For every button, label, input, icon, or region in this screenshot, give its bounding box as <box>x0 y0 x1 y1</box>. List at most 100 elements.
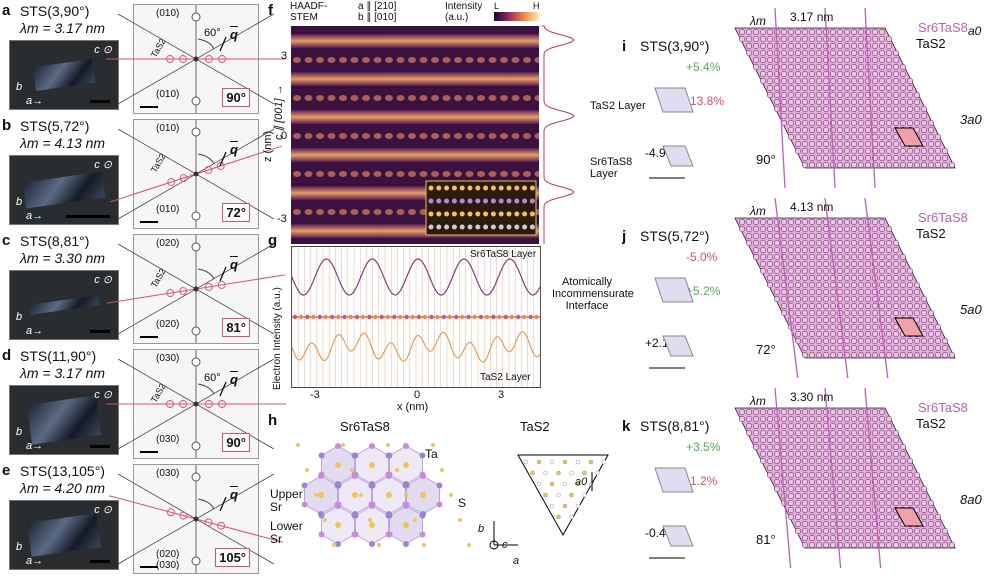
scale-low: L <box>494 1 500 11</box>
intensity-label: Intensity <box>445 1 483 12</box>
a-axis-label: a→ <box>26 440 44 452</box>
scale-bar <box>90 560 110 563</box>
z-tick-3: 3 <box>281 50 288 62</box>
sts-right-title-j: STS(5,72°) <box>640 228 710 244</box>
sixty-degree-label: 60° <box>204 372 221 384</box>
crystal-sample <box>32 58 96 92</box>
panel-label-e: e <box>2 462 11 479</box>
crystal-sample <box>26 395 102 445</box>
panel-label-f: f <box>268 2 273 19</box>
spot-index-top: (010) <box>156 8 180 19</box>
a0-label-i: a0 <box>968 24 982 38</box>
sr6tas8-label-i: Sr6TaS8 <box>918 20 968 35</box>
twist-angle-badge: 81° <box>222 318 250 337</box>
lambda-d: λm = 3.17 nm <box>20 365 106 381</box>
a-axis-label: a→ <box>26 210 44 222</box>
sr6tas8-label-k: Sr6TaS8 <box>918 400 968 415</box>
panel-label-b: b <box>2 117 12 134</box>
twist-angle-j: 72° <box>756 342 776 357</box>
q-vector-label: q <box>230 142 238 157</box>
upper-sr-label: Upper Sr <box>270 487 303 514</box>
moire-distance-k: 3.30 nm <box>790 390 834 404</box>
spot-index-bottom: (010) <box>156 89 180 100</box>
crystal-sample <box>22 171 106 209</box>
scale-bar <box>90 330 110 333</box>
h-c-axis: c <box>502 539 508 551</box>
unit-cell-diagram-k <box>645 440 695 560</box>
crystal-sample <box>28 295 100 315</box>
panel-label-k: k <box>622 418 631 435</box>
period-label-k: 8a0 <box>960 492 982 507</box>
haadf-stem-image <box>291 26 539 244</box>
lambda-b: λm = 4.13 nm <box>20 135 106 151</box>
electron-intensity-plot <box>291 246 541 388</box>
tas2-layer-label: TaS2 Layer <box>590 100 646 112</box>
g-ylabel: Electron Intensity (a.u.) <box>272 287 283 390</box>
sts-title-e: STS(13,105°) <box>20 463 105 479</box>
q-vector-label: q <box>230 257 238 272</box>
moire-distance-j: 4.13 nm <box>790 200 834 214</box>
lower-sr-label: Lower Sr <box>270 519 303 546</box>
z-tick-neg3: -3 <box>277 213 287 225</box>
b-axis-label: b <box>16 426 23 438</box>
a-axis-label: a→ <box>26 95 44 107</box>
sts-right-title-k: STS(8,81°) <box>640 418 710 434</box>
interface-label: Atomically Incommensurate Interface <box>552 276 634 312</box>
panel-label-a: a <box>2 2 11 19</box>
twist-angle-badge: 72° <box>222 203 250 222</box>
g-sr-layer: Sr6TaS8 Layer <box>470 249 537 260</box>
ta-label: Ta <box>425 447 438 461</box>
panel-label-h: h <box>268 412 278 429</box>
scale-high: H <box>533 1 540 11</box>
tas2-label-k: TaS2 <box>916 416 946 431</box>
scale-bar <box>66 215 110 218</box>
c-axis-dot-icon: c ⊙ <box>94 389 112 401</box>
crystal-sample <box>26 513 102 557</box>
spot-index-bottom: (020) <box>156 319 180 330</box>
twist-angle-badge: 105° <box>215 548 250 567</box>
g-xlabel: x (nm) <box>397 401 429 413</box>
unit-cell-diagram-j <box>645 250 695 370</box>
lambda-c: λm = 3.30 nm <box>20 250 106 266</box>
b-axis-label: b <box>16 196 23 208</box>
sr6tas8-label-j: Sr6TaS8 <box>918 210 968 225</box>
intensity-colorbar <box>494 12 540 21</box>
twist-angle-badge: 90° <box>222 88 250 107</box>
z-label: z (nm) <box>262 130 274 162</box>
lambda-a: λm = 3.17 nm <box>20 20 106 36</box>
a-axis-label: a→ <box>26 555 44 567</box>
a-axis-label: a→ <box>26 325 44 337</box>
twist-angle-badge: 90° <box>222 433 250 452</box>
spot-index-bottom: (020) <box>156 549 180 560</box>
twist-angle-k: 81° <box>756 532 776 547</box>
sts-title-a: STS(3,90°) <box>20 3 90 19</box>
intensity-profile <box>540 25 582 244</box>
g-xtick-1: 0 <box>414 389 421 401</box>
spot-index-bottom: (030) <box>156 434 180 445</box>
strain-down-j: +5.2% <box>686 284 721 298</box>
spot-index-top: (010) <box>156 123 180 134</box>
panel-label-j: j <box>622 228 627 245</box>
panel-label-c: c <box>2 232 11 249</box>
a-direction: a ∥ [210] <box>358 1 397 12</box>
h-a0-label: a0 <box>575 476 588 488</box>
b-axis-label: b <box>16 541 23 553</box>
panel-label-g: g <box>268 232 278 249</box>
scale-bar <box>90 100 110 103</box>
twist-angle-i: 90° <box>756 152 776 167</box>
spot-index-top: (030) <box>156 353 180 364</box>
moire-lattice-i <box>734 7 956 189</box>
g-xtick-2: 3 <box>498 389 505 401</box>
h-b-axis: b <box>478 523 485 535</box>
s-label: S <box>458 496 467 510</box>
g-tas2-layer: TaS2 Layer <box>480 372 531 383</box>
spot-index-extra: (030) <box>156 560 180 571</box>
q-vector-label: q <box>230 372 238 387</box>
sts-title-c: STS(8,81°) <box>20 233 90 249</box>
